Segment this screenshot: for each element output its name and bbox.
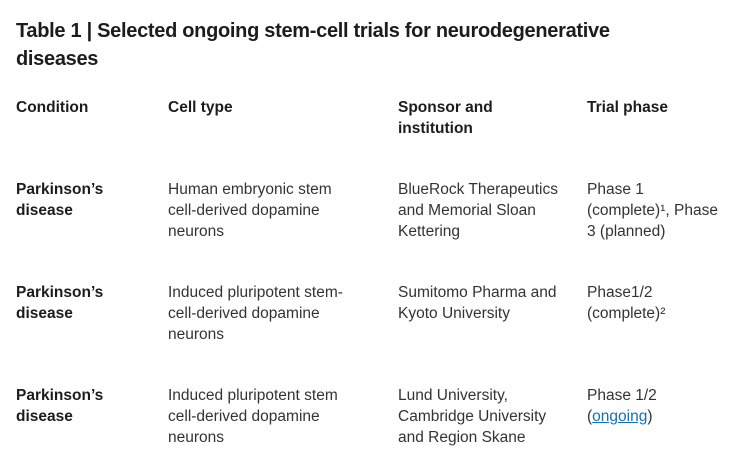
table-title: Table 1 | Selected ongoing stem-cell tri… (16, 20, 610, 70)
cell-cell-type: Human embryonic stem cell-derived dopami… (168, 181, 332, 240)
phase-text: Phase1/2 (complete)² (587, 284, 666, 322)
cell-trial-phase: Phase1/2 (complete)² (587, 282, 726, 345)
phase-text: Phase 1 (complete)¹, Phase 3 (planned) (587, 181, 718, 240)
ongoing-link[interactable]: ongoing (592, 408, 648, 425)
cell-trial-phase: Phase 1/2 (ongoing) (587, 385, 726, 448)
column-header-condition: Condition (16, 99, 89, 116)
phase-text-after: ) (647, 408, 653, 425)
cell-sponsor: Sumitomo Pharma and Kyoto University (398, 284, 557, 322)
cell-condition: Parkinson’s disease (16, 387, 104, 425)
cell-sponsor: Lund University, Cambridge University an… (398, 387, 547, 446)
column-header-cell-type: Cell type (168, 99, 233, 116)
cell-condition: Parkinson’s disease (16, 181, 104, 219)
cell-cell-type: Induced pluripotent stem cell-derived do… (168, 387, 338, 446)
column-header-trial-phase: Trial phase (587, 99, 668, 116)
phase-text: Phase 1/2 ( (587, 387, 657, 425)
trials-table: Condition Cell type Sponsor and institut… (16, 97, 726, 448)
cell-trial-phase: Phase 1 (complete)¹, Phase 3 (planned) (587, 179, 726, 242)
cell-sponsor: BlueRock Therapeutics and Memorial Sloan… (398, 181, 558, 240)
cell-cell-type: Induced pluripotent stem- cell-derived d… (168, 284, 343, 343)
cell-condition: Parkinson’s disease (16, 284, 104, 322)
column-header-sponsor: Sponsor and institution (398, 99, 493, 137)
